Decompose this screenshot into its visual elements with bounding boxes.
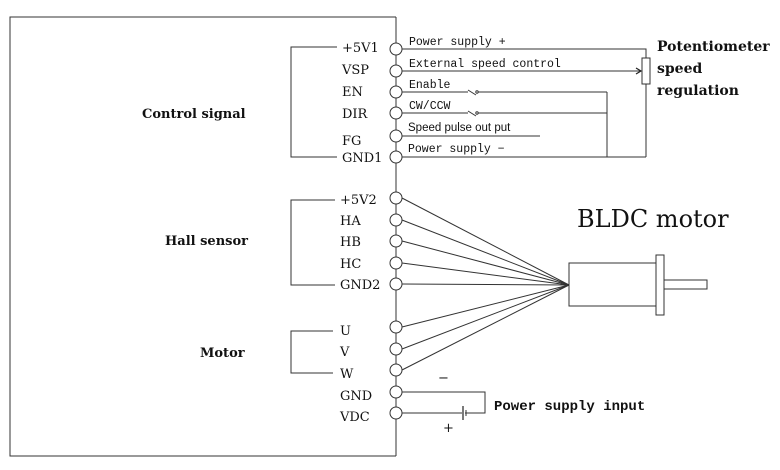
wiper-arrow-icon <box>635 67 643 75</box>
label-speed-pulse: Speed pulse out put <box>408 122 511 134</box>
pin-hc: HC <box>340 257 361 272</box>
terminal-gnd2 <box>389 277 403 291</box>
pin-v: V <box>339 345 350 360</box>
terminal-hb <box>389 234 403 248</box>
label-external-speed: External speed control <box>409 58 561 71</box>
terminal-w <box>389 363 403 377</box>
potentiometer-icon <box>641 57 651 85</box>
label-cw-ccw: CW/CCW <box>409 100 451 113</box>
enable-switch-contact <box>475 90 479 94</box>
terminal-fg <box>389 129 403 143</box>
bldc-motor-label: BLDC motor <box>577 205 729 233</box>
terminals <box>389 42 403 420</box>
power-supply-input-label: Power supply input <box>494 399 645 415</box>
pin-fg: FG <box>342 134 361 149</box>
control-signal-label: Control signal <box>142 107 246 122</box>
wire-power-plus <box>402 48 647 58</box>
potentiometer-label-3: regulation <box>657 83 739 99</box>
pin-gnd2: GND2 <box>340 278 380 293</box>
terminal-gnd <box>389 385 403 399</box>
potentiometer-label-2: speed <box>657 61 702 77</box>
wire-v <box>401 284 570 350</box>
label-power-minus: Power supply − <box>408 143 505 156</box>
pin-vdc: VDC <box>339 410 370 425</box>
potentiometer-label-1: Potentiometer <box>657 39 770 55</box>
pin-gnd1: GND1 <box>342 151 382 166</box>
pin-w: W <box>340 367 354 382</box>
wire-w <box>401 284 570 371</box>
motor-bracket <box>290 330 333 374</box>
pin-5v2: +5V2 <box>340 193 377 208</box>
terminal-5v2 <box>389 191 403 205</box>
pin-5v1: +5V1 <box>342 41 379 56</box>
control-signal-bracket <box>290 46 337 158</box>
motor-shaft-icon <box>663 279 708 290</box>
hall-sensor-label: Hall sensor <box>165 234 248 249</box>
dir-switch-icon <box>467 110 477 117</box>
terminal-5v1 <box>389 42 403 56</box>
terminal-dir <box>389 106 403 120</box>
pin-hb: HB <box>340 235 361 250</box>
dir-switch-contact <box>475 111 479 115</box>
pin-u: U <box>340 324 351 339</box>
wire-gnd2 <box>401 283 570 286</box>
motor-body-icon <box>568 262 657 307</box>
terminal-vsp <box>389 64 403 78</box>
motor-flange-icon <box>655 254 665 316</box>
pin-gnd: GND <box>340 389 372 404</box>
wire-u <box>401 284 570 328</box>
pin-vsp: VSP <box>341 63 369 78</box>
controller-box <box>9 16 396 457</box>
label-power-plus: Power supply + <box>409 36 506 49</box>
terminal-en <box>389 85 403 99</box>
pin-dir: DIR <box>342 107 369 122</box>
enable-switch-icon <box>467 89 477 96</box>
terminal-u <box>389 320 403 334</box>
motor-cable <box>401 197 570 371</box>
terminal-v <box>389 342 403 356</box>
motor-group-label: Motor <box>200 346 245 361</box>
terminal-hc <box>389 256 403 270</box>
hall-sensor-bracket <box>290 199 335 286</box>
wire-hc <box>401 262 570 286</box>
pin-ha: HA <box>340 214 361 229</box>
wire-5v2 <box>401 197 570 286</box>
wire-gnd-to-battery <box>402 391 486 414</box>
label-enable: Enable <box>409 79 451 92</box>
wire-ha <box>401 219 570 286</box>
terminal-ha <box>389 213 403 227</box>
power-minus-sign: − <box>438 371 449 386</box>
power-plus-sign: + <box>443 421 454 436</box>
pin-en: EN <box>342 85 363 100</box>
wire-hb <box>401 240 570 286</box>
terminal-vdc <box>389 406 403 420</box>
terminal-gnd1 <box>389 150 403 164</box>
